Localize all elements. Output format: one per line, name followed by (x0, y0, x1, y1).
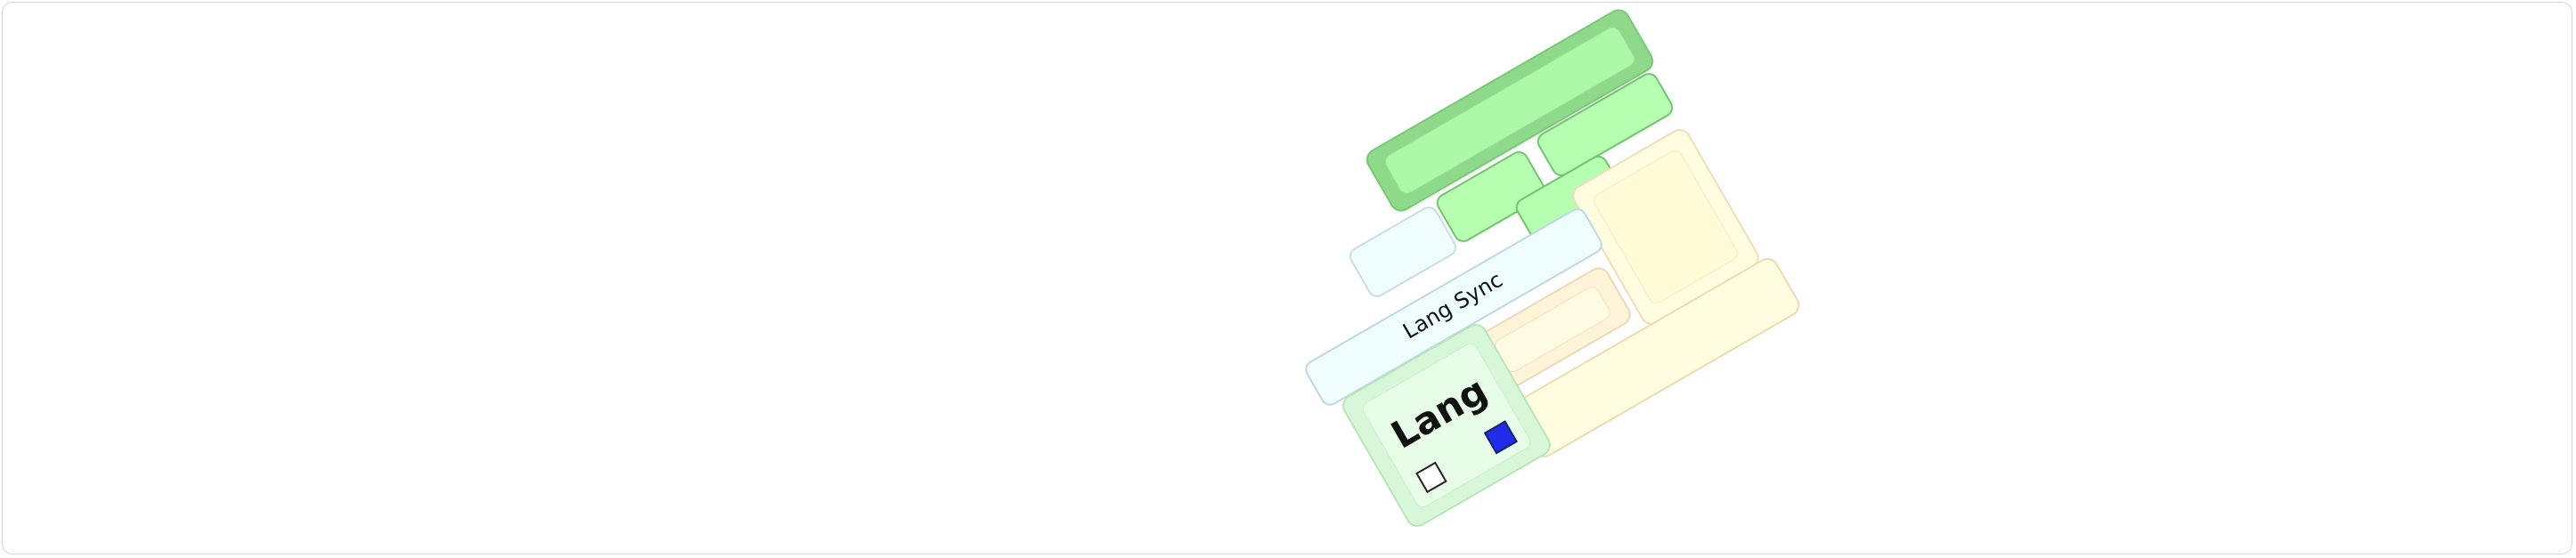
middle-green-button-left[interactable] (1434, 149, 1548, 244)
small-mint-panel (1349, 206, 1456, 297)
lang-card[interactable]: Lang (1340, 321, 1554, 530)
top-green-bar[interactable] (1364, 6, 1657, 214)
upper-right-yellow-panel (1572, 129, 1759, 325)
empty-square-icon[interactable] (1415, 461, 1447, 494)
top-right-green-button[interactable] (1535, 70, 1675, 178)
filled-square-icon[interactable] (1483, 420, 1518, 455)
